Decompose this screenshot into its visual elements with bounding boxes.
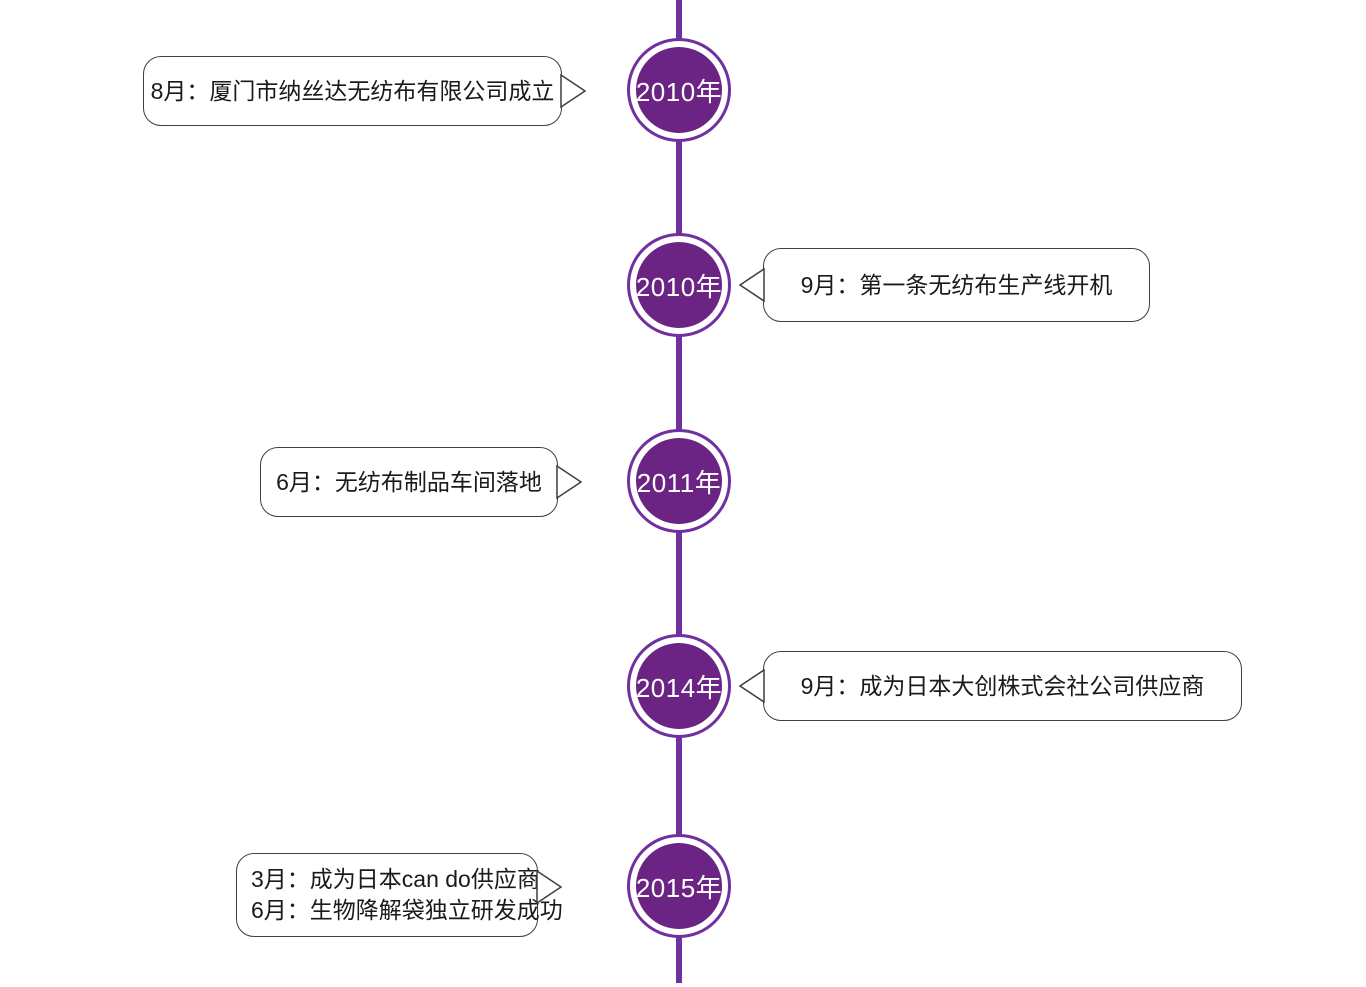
callout-pointer-right-icon [536,869,562,905]
year-node-circle: 2011年 [636,438,722,524]
event-text: 6月：无纺布制品车间落地 [276,468,542,495]
event-text: 9月：成为日本大创株式会社公司供应商 [800,672,1205,699]
year-node-circle: 2010年 [636,242,722,328]
year-label: 2010年 [635,271,723,302]
event-callout: 9月：成为日本大创株式会社公司供应商 [739,651,1242,721]
event-text: 3月：成为日本can do供应商 [251,866,540,892]
callout-pointer-right-icon [556,464,582,500]
year-label: 2014年 [635,672,723,703]
event-callout: 3月：成为日本can do供应商 6月：生物降解袋独立研发成功 [236,853,563,937]
year-node: 2011年 [627,429,731,533]
event-text: 6月：生物降解袋独立研发成功 [251,897,563,923]
year-node-circle: 2010年 [636,47,722,133]
year-node: 2010年 [627,38,731,142]
year-label: 2011年 [636,467,722,498]
callout-pointer-left-icon [739,267,765,303]
event-callout: 6月：无纺布制品车间落地 [260,447,582,517]
year-node-circle: 2014年 [636,643,722,729]
event-callout: 8月：厦门市纳丝达无纺布有限公司成立 [143,56,586,126]
event-text: 9月：第一条无纺布生产线开机 [800,271,1113,298]
callout-pointer-right-icon [560,73,586,109]
year-node-circle: 2015年 [636,843,722,929]
year-node: 2014年 [627,634,731,738]
event-text: 8月：厦门市纳丝达无纺布有限公司成立 [150,77,555,104]
year-label: 2015年 [635,872,723,903]
year-node: 2015年 [627,834,731,938]
year-node: 2010年 [627,233,731,337]
callout-pointer-left-icon [739,668,765,704]
year-label: 2010年 [635,76,723,107]
event-callout: 9月：第一条无纺布生产线开机 [739,248,1150,322]
